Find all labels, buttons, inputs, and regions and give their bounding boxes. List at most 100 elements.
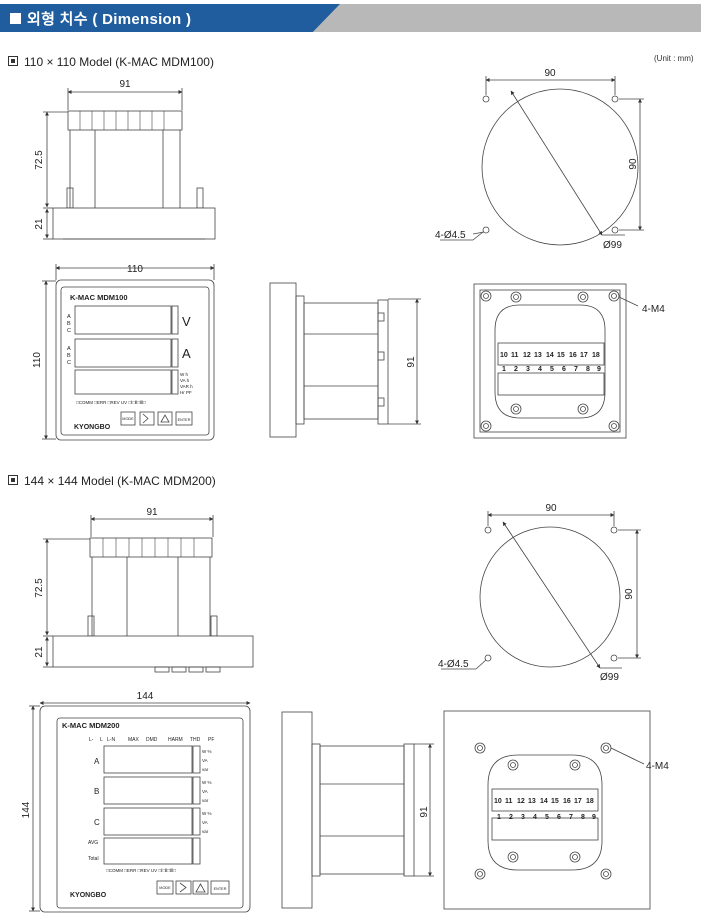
m2-mode-4: MAX	[128, 737, 140, 743]
section-title: 외형 치수 ( Dimension )	[10, 8, 191, 29]
terminal-label: 12	[523, 352, 531, 359]
bullet-box-icon	[8, 475, 18, 485]
terminal-label: 5	[550, 366, 554, 373]
m1-key-enter[interactable]: ENTER	[178, 418, 191, 422]
terminal-label: 2	[509, 814, 513, 821]
m2-avg: AVG	[88, 840, 98, 846]
terminal-label: 4	[538, 366, 542, 373]
terminal-label: 11	[511, 352, 519, 359]
m1-rear-bottom-terminals: 1 2 3 4 5 6 7 8 9	[502, 366, 601, 373]
m1-dim-base: 21	[34, 218, 45, 230]
m1-phase-a1: A	[67, 314, 71, 320]
m2-mode-5: DMD	[146, 737, 158, 743]
terminal-label: 9	[592, 814, 596, 821]
m1-side-depth: 91	[406, 356, 417, 368]
m2-dim-height: 72.5	[34, 578, 45, 598]
m1-phase-b2: B	[67, 353, 71, 359]
model-1-label: 110 × 110 Model (K-MAC MDM100)	[8, 55, 214, 69]
m1-front-view	[42, 264, 421, 441]
terminal-label: 11	[505, 798, 513, 805]
m2-mode-7: THD	[190, 737, 201, 743]
terminal-label: 15	[557, 352, 565, 359]
terminal-label: 9	[597, 366, 601, 373]
terminal-label: 7	[569, 814, 573, 821]
terminal-label: 10	[494, 798, 502, 805]
m2-model-name: K-MAC MDM200	[62, 721, 120, 730]
m2-key-enter[interactable]: ENTER	[214, 887, 227, 891]
m2-total: Total	[88, 856, 99, 862]
m2-rl-c1: W %	[202, 811, 212, 816]
m1-cut-diameter: Ø99	[603, 240, 622, 251]
m1-front-width: 110	[127, 264, 143, 275]
m1-led-row: □COMM □ERR □REV UV □Ⅰ□Ⅱ□Ⅲ□	[76, 400, 146, 405]
m2-mode-8: PF	[208, 737, 214, 743]
terminal-label: 18	[592, 352, 600, 359]
m2-top-view	[43, 515, 254, 673]
terminal-label: 6	[562, 366, 566, 373]
m1-rear-screw: 4-M4	[642, 304, 665, 315]
terminal-label: 13	[528, 798, 536, 805]
terminal-label: 13	[534, 352, 542, 359]
m2-cut-holes: 4-Ø4.5	[438, 659, 469, 670]
terminal-label: 5	[545, 814, 549, 821]
m2-rl-a2: VA	[202, 758, 208, 763]
m1-cut-height: 90	[628, 158, 639, 170]
m2-cut-height: 90	[624, 588, 635, 600]
m2-mode-1: L-	[89, 737, 94, 743]
m2-mode-2: L	[100, 737, 103, 743]
m2-rear-bottom-terminals: 1 2 3 4 5 6 7 8 9	[497, 814, 596, 821]
terminal-label: 10	[500, 352, 508, 359]
m2-side-depth: 91	[419, 806, 430, 818]
unit-note: (Unit : mm)	[654, 54, 694, 63]
terminal-label: 16	[563, 798, 571, 805]
m2-dim-width: 91	[146, 507, 158, 518]
m1-phase-c1: C	[67, 328, 71, 334]
m2-phase-a: A	[94, 757, 100, 766]
section-header: 외형 치수 ( Dimension )	[0, 4, 701, 32]
m1-front-height: 110	[32, 352, 43, 368]
terminal-label: 8	[586, 366, 590, 373]
m2-rl-a3: var	[202, 767, 209, 772]
terminal-label: 17	[574, 798, 582, 805]
m1-right-label-1: W h	[180, 372, 188, 377]
m2-key-mode[interactable]: MODE	[159, 886, 171, 890]
m1-dim-height: 72.5	[34, 150, 45, 170]
m2-phase-b: B	[94, 787, 99, 796]
terminal-label: 6	[557, 814, 561, 821]
model-2-label-text: 144 × 144 Model (K-MAC MDM200)	[24, 474, 216, 488]
m1-unit-v: V	[182, 314, 191, 329]
m2-led-row: □COMM □ERR □REV UV □Ⅰ□Ⅱ□Ⅲ□	[106, 868, 176, 873]
m2-cutout	[441, 511, 641, 670]
header-accent	[0, 4, 340, 32]
terminal-label: 3	[526, 366, 530, 373]
m1-top-view	[43, 88, 216, 240]
m1-right-label-4: Hr PF	[180, 390, 192, 395]
m2-brand: KYONGBO	[70, 892, 107, 899]
terminal-label: 3	[521, 814, 525, 821]
m1-cut-holes: 4-Ø4.5	[435, 230, 466, 241]
m1-phase-a2: A	[67, 346, 71, 352]
bullet-box-icon	[8, 56, 18, 66]
m1-cutout	[440, 76, 644, 246]
terminal-label: 4	[533, 814, 537, 821]
terminal-label: 14	[546, 352, 554, 359]
terminal-label: 8	[581, 814, 585, 821]
m1-rear-view	[473, 283, 639, 439]
m1-right-label-3: VAR h	[180, 384, 193, 389]
m2-rear-top-terminals: 10 11 12 13 14 15 16 17 18	[494, 798, 594, 805]
terminal-label: 7	[574, 366, 578, 373]
m2-rear-screw: 4-M4	[646, 761, 669, 772]
terminal-label: 15	[551, 798, 559, 805]
m1-rear-top-terminals: 10 11 12 13 14 15 16 17 18	[500, 352, 600, 359]
terminal-label: 1	[497, 814, 501, 821]
m1-model-name: K-MAC MDM100	[70, 293, 128, 302]
m2-phase-c: C	[94, 818, 100, 827]
m2-front-height: 144	[21, 801, 32, 818]
terminal-label: 17	[580, 352, 588, 359]
m1-phase-b1: B	[67, 321, 71, 327]
terminal-label: 16	[569, 352, 577, 359]
terminal-label: 2	[514, 366, 518, 373]
m1-right-label-2: VA h	[180, 378, 190, 383]
m1-key-mode[interactable]: MODE	[122, 417, 134, 421]
